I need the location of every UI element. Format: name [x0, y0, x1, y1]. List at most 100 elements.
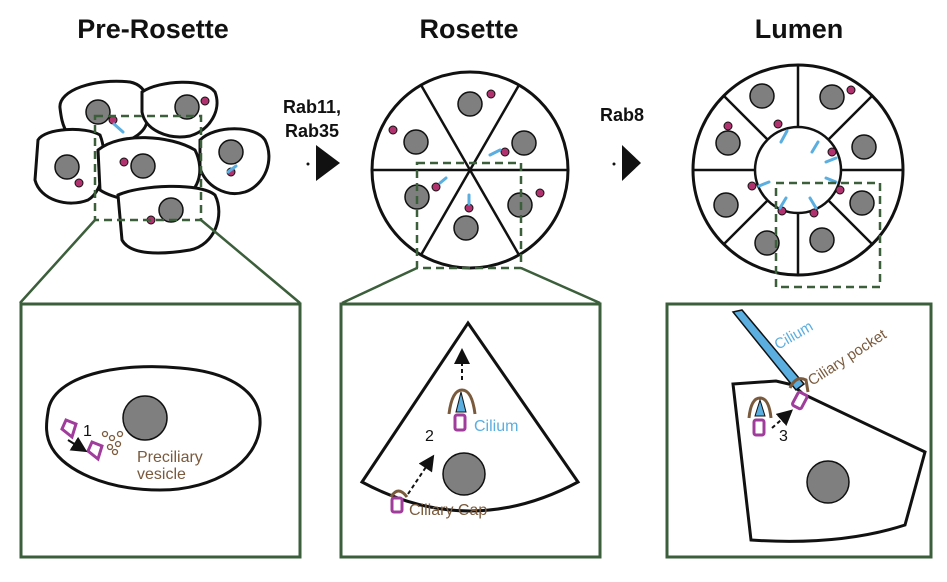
centriole-icon: [752, 418, 766, 437]
cilium: [824, 156, 838, 164]
transition-label-rab11-rab35: Rab11, Rab35: [272, 95, 352, 143]
inset-rosette-content: 2 Cilium Ciliary Cap: [359, 320, 581, 519]
migration-arrow: [407, 454, 435, 495]
lumen-cilia: [757, 129, 838, 210]
stage-title-rosette: Rosette: [419, 14, 519, 44]
centrosome: [119, 157, 129, 167]
rosette: [370, 70, 570, 270]
centrosome: [500, 147, 510, 157]
preciliary-vesicles-icon: [101, 430, 124, 456]
centrosome: [747, 181, 757, 191]
lumen-dividers: [693, 65, 903, 275]
transition-label-line1: Rab8: [599, 105, 644, 125]
transition-arrow-2: [612, 145, 641, 181]
nucleus: [849, 190, 875, 216]
ciliary-pocket-icon: [788, 377, 810, 393]
ciliary-pocket-icon: [747, 396, 773, 419]
wedge-cell-outline: [359, 320, 581, 513]
stage-title-pre-rosette: Pre-Rosette: [77, 14, 229, 44]
pre-rosette-cilia: [112, 122, 238, 174]
nucleus: [453, 215, 479, 241]
zoom-box-lumen: [774, 181, 882, 289]
centrosome: [809, 208, 819, 218]
nucleus: [130, 153, 156, 179]
cilium: [779, 129, 789, 144]
cilium-label: Cilium: [474, 418, 518, 435]
centrosome: [773, 119, 783, 129]
centriole-icon: [390, 496, 404, 514]
centrosome: [723, 121, 733, 131]
transition-label-line2: Rab35: [284, 121, 340, 141]
nucleus: [403, 129, 429, 155]
arrowhead-icon: [316, 145, 340, 181]
cilium: [757, 180, 771, 188]
cilium-sheath-icon: [447, 388, 477, 415]
centrosome: [200, 96, 210, 106]
pre-rosette-nuclei: [54, 94, 244, 223]
transition-arrow-1: [306, 145, 340, 181]
cilium: [438, 176, 448, 185]
migration-arrow: [67, 436, 88, 453]
nucleus: [54, 154, 80, 180]
rosette-centrosomes: [388, 89, 545, 213]
zoom-box-rosette: [415, 161, 523, 270]
arrowhead-icon: [622, 145, 641, 181]
stage-title-lumen: Lumen: [754, 14, 844, 44]
long-cilium-icon: [731, 309, 806, 392]
rosette-dividers: [372, 84, 568, 256]
nucleus: [442, 452, 486, 496]
transition-label-line1: Rab11,: [282, 97, 342, 117]
cilium: [488, 148, 502, 157]
nucleus: [158, 197, 184, 223]
step-number-1: 1: [83, 423, 92, 440]
lumen-structure: [691, 63, 905, 289]
cilium: [808, 196, 818, 210]
nucleus: [122, 395, 168, 441]
nucleus: [174, 94, 200, 120]
centrosome: [388, 125, 398, 135]
lumen-centrosomes: [723, 85, 856, 218]
centriole-icon: [791, 390, 809, 411]
centrosome: [74, 178, 84, 188]
pre-rosette-cluster: [33, 79, 271, 255]
cilium-icon: [754, 398, 766, 417]
nucleus: [749, 83, 775, 109]
nucleus: [457, 91, 483, 117]
ciliary-cap-icon: [389, 489, 409, 498]
preciliary-vesicle-label-line1: Preciliary: [137, 449, 203, 466]
nucleus: [754, 230, 780, 256]
centrosome: [827, 147, 837, 157]
centriole-icon: [453, 413, 467, 432]
inset-pre-rosette-content: 1 Preciliary vesicle: [45, 365, 262, 492]
cilium: [226, 164, 238, 174]
step-number-2: 2: [425, 428, 434, 445]
rosette-nuclei: [403, 91, 537, 241]
cilium-icon: [455, 391, 467, 413]
transition-label-rab8: Rab8: [592, 103, 652, 127]
nucleus: [85, 99, 111, 125]
nucleus: [806, 460, 850, 504]
centrosome: [835, 185, 845, 195]
cilium: [112, 122, 125, 134]
nucleus: [715, 130, 741, 156]
preciliary-vesicle-label-line2: vesicle: [137, 466, 186, 483]
step-number-3: 3: [779, 428, 788, 445]
cilium: [810, 140, 820, 154]
zoom-connectors: [19, 219, 601, 305]
rosette-cilia: [438, 148, 502, 206]
zoom-box-pre-rosette: [93, 114, 203, 222]
centrosome: [431, 182, 441, 192]
centrosome: [486, 89, 496, 99]
centrosome: [846, 85, 856, 95]
nucleus: [809, 227, 835, 253]
cilium: [824, 176, 838, 184]
ciliary-cap-label: Ciliary Cap: [409, 502, 487, 519]
nucleus: [819, 84, 845, 110]
lumen-nuclei: [713, 83, 877, 256]
nucleus: [511, 130, 537, 156]
nucleus: [218, 139, 244, 165]
nucleus: [851, 134, 877, 160]
nucleus: [713, 192, 739, 218]
centrosome: [535, 188, 545, 198]
